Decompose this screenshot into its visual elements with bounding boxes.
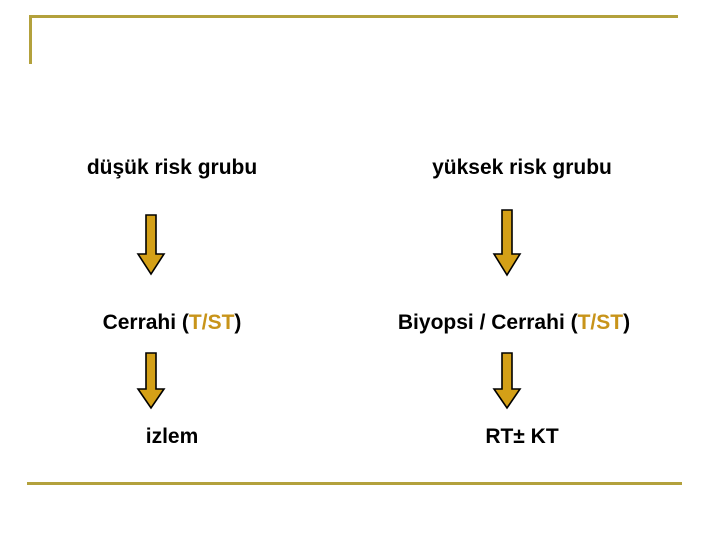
high-risk-treatment: Biyopsi / Cerrahi (T/ST) <box>340 311 688 334</box>
bottom-horizontal-rule <box>27 482 682 485</box>
low-risk-arrow-2 <box>136 352 166 410</box>
top-horizontal-rule <box>29 15 678 18</box>
high-risk-outcome: RT± KT <box>485 425 559 448</box>
low-risk-treatment-accent: T/ST <box>188 311 235 334</box>
high-risk-treatment-prefix: Biyopsi / Cerrahi ( <box>397 311 578 334</box>
down-arrow-icon <box>492 209 522 277</box>
high-risk-arrow-1 <box>492 209 522 277</box>
low-risk-treatment: Cerrahi (T/ST) <box>22 311 322 334</box>
high-risk-treatment-suffix: ) <box>623 311 631 334</box>
top-vertical-rule <box>29 15 32 64</box>
down-arrow-icon <box>136 214 166 276</box>
low-risk-outcome: izlem <box>145 425 199 448</box>
low-risk-treatment-prefix: Cerrahi ( <box>102 311 189 334</box>
low-risk-heading: düşük risk grubu <box>86 156 258 179</box>
high-risk-treatment-accent: T/ST <box>577 311 624 334</box>
high-risk-arrow-2 <box>492 352 522 410</box>
low-risk-arrow-1 <box>136 214 166 276</box>
down-arrow-icon <box>136 352 166 410</box>
down-arrow-icon <box>492 352 522 410</box>
low-risk-treatment-suffix: ) <box>234 311 242 334</box>
high-risk-heading: yüksek risk grubu <box>432 156 612 179</box>
